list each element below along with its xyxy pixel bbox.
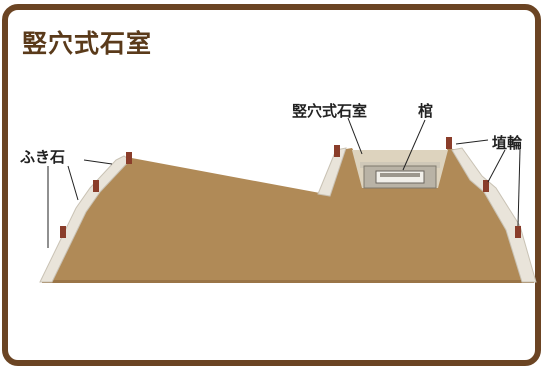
leader-fukiishi-2	[67, 165, 79, 201]
haniwa-7	[515, 226, 521, 238]
coffin-lid	[380, 173, 420, 177]
leader-fukiishi	[83, 159, 113, 165]
haniwa-6	[483, 180, 489, 192]
leader-haniwa-1	[455, 139, 489, 145]
fukiishi-right	[451, 147, 537, 283]
chamber-stones-top	[360, 162, 440, 168]
label-fukiishi: ふき石	[20, 148, 65, 166]
label-chamber: 竪穴式石室	[292, 102, 367, 120]
haniwa-1	[126, 152, 132, 164]
fukiishi-center-left	[317, 147, 347, 197]
label-coffin: 棺	[418, 102, 433, 120]
leader-coffin	[402, 119, 426, 171]
leader-haniwa-3	[517, 149, 521, 227]
leader-chamber	[347, 117, 363, 155]
haniwa-4	[334, 145, 340, 157]
ground-line	[42, 280, 534, 283]
haniwa-2	[93, 180, 99, 192]
label-haniwa: 埴輪	[492, 134, 523, 152]
haniwa-3	[60, 226, 66, 238]
leader-haniwa-2	[487, 149, 506, 183]
diagram-title: 竪穴式石室	[22, 29, 153, 58]
haniwa-5	[446, 137, 452, 149]
